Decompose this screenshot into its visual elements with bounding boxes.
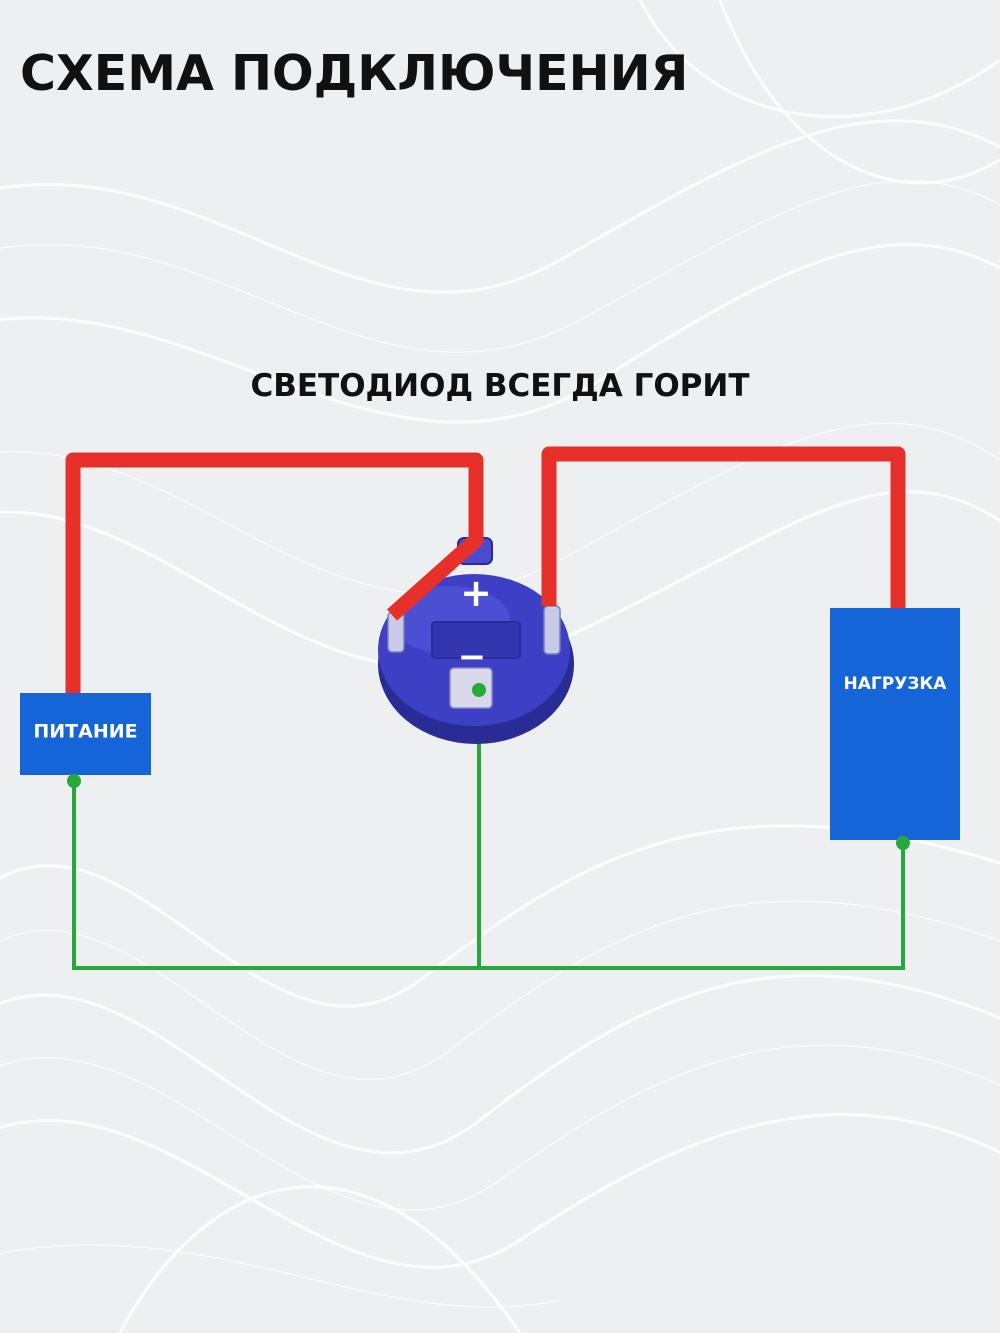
positive-wires — [65, 446, 906, 693]
power-block — [20, 693, 151, 775]
load-ground-dot — [896, 836, 910, 850]
diagram-subtitle: СВЕТОДИОД ВСЕГДА ГОРИТ — [251, 368, 750, 404]
background-waves-faint — [0, 179, 1000, 1308]
power-to-switch-wire — [65, 452, 484, 693]
power-ground-dot — [67, 774, 81, 788]
minus-sign: − — [458, 637, 487, 677]
power-block-label: ПИТАНИЕ — [33, 721, 137, 743]
load-block-label: НАГРУЗКА — [844, 674, 948, 694]
page-title: СХЕМА ПОДКЛЮЧЕНИЯ — [20, 45, 688, 102]
minus-terminal — [449, 667, 493, 709]
switch-center-slot — [431, 621, 521, 659]
ground-bus-wire — [72, 781, 905, 970]
led-pin-right — [543, 605, 561, 655]
connection-points — [67, 683, 910, 850]
switch-to-load-wire — [541, 446, 906, 608]
plus-sign: + — [460, 571, 492, 615]
load-block — [830, 608, 960, 840]
switch-ground-dot — [472, 683, 486, 697]
led-switch: + − — [378, 537, 574, 744]
